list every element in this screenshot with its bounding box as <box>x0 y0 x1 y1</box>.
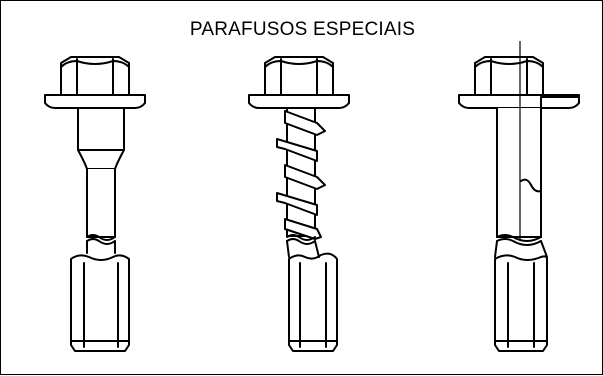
flange-bolt-self-tapping-thread-icon <box>248 56 350 352</box>
flange-bolt-hex-flange-cutaway-icon <box>458 41 580 352</box>
diagram-title: PARAFUSOS ESPECIAIS <box>189 19 416 40</box>
flange-bolt-reduced-shank-icon <box>44 56 146 352</box>
